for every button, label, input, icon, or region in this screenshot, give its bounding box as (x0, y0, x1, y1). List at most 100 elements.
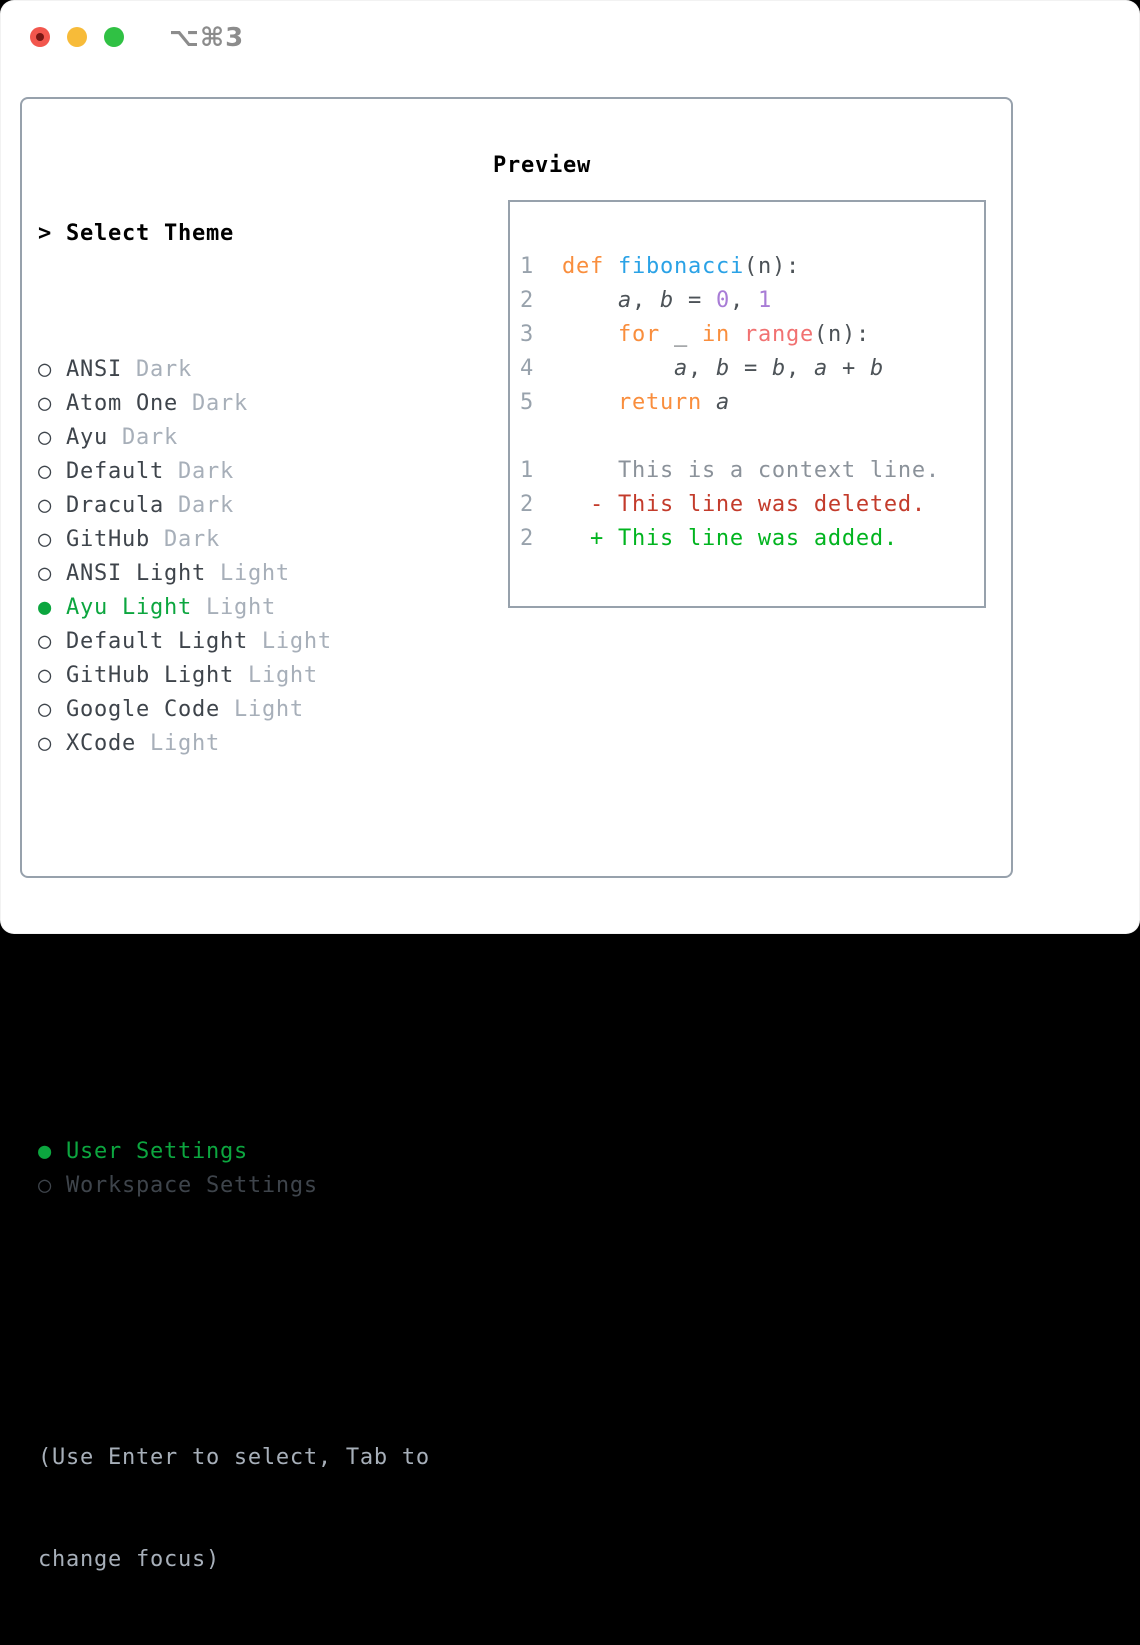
radio-icon: ○ (38, 697, 66, 722)
code-token: fibonacci (618, 254, 744, 279)
preview-line: 1 This is a context line. (520, 454, 984, 488)
theme-name: Dracula (66, 493, 164, 518)
code-token: _ (659, 322, 702, 347)
code-token (534, 390, 618, 415)
titlebar: ⌥⌘3 (0, 0, 1140, 75)
code-token: b (715, 356, 730, 381)
close-button[interactable] (30, 27, 50, 47)
code-token: return (617, 390, 702, 415)
preview-line: 4 a, b = b, a + b (520, 352, 984, 386)
line-number: 2 (520, 526, 534, 551)
code-token: a (715, 390, 730, 415)
code-token (534, 254, 562, 279)
preview-title: Preview (493, 153, 591, 178)
line-number: 2 (520, 492, 534, 517)
theme-name: Atom One (66, 391, 178, 416)
theme-option-ayu-light-light[interactable]: ● Ayu Light Light (38, 591, 430, 625)
preview-line: 1 def fibonacci(n): (520, 250, 984, 284)
prompt-chevron: > (38, 221, 66, 246)
theme-name: ANSI (66, 357, 122, 382)
theme-list: ○ ANSI Dark○ Atom One Dark○ Ayu Dark○ De… (38, 353, 430, 761)
radio-icon: ○ (38, 425, 66, 450)
theme-option-xcode-light[interactable]: ○ XCode Light (38, 727, 430, 761)
select-theme-label: Select Theme (66, 221, 234, 246)
radio-icon: ○ (38, 459, 66, 484)
spacer (38, 1305, 430, 1339)
code-token: - This line was deleted. (534, 492, 926, 517)
radio-icon: ○ (38, 1173, 66, 1198)
select-theme-header: > Select Theme (38, 217, 430, 251)
help-text-line-2: change focus) (38, 1547, 220, 1572)
theme-option-github-light-light[interactable]: ○ GitHub Light Light (38, 659, 430, 693)
code-token: a (617, 288, 632, 313)
theme-variant: Dark (108, 425, 178, 450)
theme-name: Ayu Light (66, 595, 192, 620)
radio-icon: ○ (38, 493, 66, 518)
apply-option-label: Workspace Settings (66, 1173, 318, 1198)
theme-variant: Light (205, 561, 290, 586)
theme-option-ansi-light-light[interactable]: ○ ANSI Light Light (38, 557, 430, 591)
theme-variant: Light (135, 731, 220, 756)
theme-option-ansi-dark[interactable]: ○ ANSI Dark (38, 353, 430, 387)
zoom-button[interactable] (104, 27, 124, 47)
radio-icon: ○ (38, 731, 66, 756)
window-title: ⌥⌘3 (169, 23, 245, 53)
theme-option-dracula-dark[interactable]: ○ Dracula Dark (38, 489, 430, 523)
code-token (534, 288, 618, 313)
preview-line: 2 - This line was deleted. (520, 488, 984, 522)
theme-variant: Light (233, 663, 318, 688)
radio-icon: ○ (38, 663, 66, 688)
theme-option-default-dark[interactable]: ○ Default Dark (38, 455, 430, 489)
code-token: + This line was added. (534, 526, 898, 551)
code-token: = (729, 356, 772, 381)
theme-option-default-light-light[interactable]: ○ Default Light Light (38, 625, 430, 659)
preview-line: 5 return a (520, 386, 984, 420)
line-number: 3 (520, 322, 534, 347)
selector-column: > Select Theme ○ ANSI Dark○ Atom One Dar… (38, 149, 430, 1645)
code-token: (n): (743, 254, 800, 279)
theme-variant: Light (219, 697, 304, 722)
preview-line: 3 for _ in range(n): (520, 318, 984, 352)
theme-option-google-code-light[interactable]: ○ Google Code Light (38, 693, 430, 727)
help-text-line-1: (Use Enter to select, Tab to (38, 1445, 430, 1470)
code-token (534, 322, 618, 347)
apply-to-list: ● User Settings○ Workspace Settings (38, 1135, 430, 1203)
line-number: 2 (520, 288, 534, 313)
apply-option-workspace-settings[interactable]: ○ Workspace Settings (38, 1169, 430, 1203)
radio-icon: ○ (38, 629, 66, 654)
minimize-button[interactable] (67, 27, 87, 47)
code-token: , (687, 356, 716, 381)
apply-option-label: User Settings (66, 1139, 248, 1164)
code-token: (n): (813, 322, 870, 347)
theme-name: XCode (66, 731, 136, 756)
line-number: 5 (520, 390, 534, 415)
code-token: def (562, 254, 604, 279)
code-token: , (631, 288, 660, 313)
theme-option-ayu-dark[interactable]: ○ Ayu Dark (38, 421, 430, 455)
theme-variant: Light (191, 595, 276, 620)
theme-name: Google Code (66, 697, 220, 722)
theme-option-github-dark[interactable]: ○ GitHub Dark (38, 523, 430, 557)
radio-icon: ● (38, 1139, 66, 1164)
theme-option-atom-one-dark[interactable]: ○ Atom One Dark (38, 387, 430, 421)
code-token: for (617, 322, 660, 347)
radio-icon: ○ (38, 527, 66, 552)
line-number: 1 (520, 458, 534, 483)
theme-variant: Dark (149, 527, 220, 552)
radio-icon: ○ (38, 391, 66, 416)
code-token: b (869, 356, 884, 381)
code-token: range (743, 322, 814, 347)
theme-name: GitHub (66, 527, 150, 552)
code-token: a (813, 356, 828, 381)
apply-option-user-settings[interactable]: ● User Settings (38, 1135, 430, 1169)
line-number: 4 (520, 356, 534, 381)
code-token: This is a context line. (534, 458, 940, 483)
radio-icon: ● (38, 595, 66, 620)
theme-variant: Dark (177, 391, 248, 416)
code-token: , (729, 288, 758, 313)
code-token: a (673, 356, 688, 381)
radio-icon: ○ (38, 561, 66, 586)
preview-line (520, 420, 984, 454)
